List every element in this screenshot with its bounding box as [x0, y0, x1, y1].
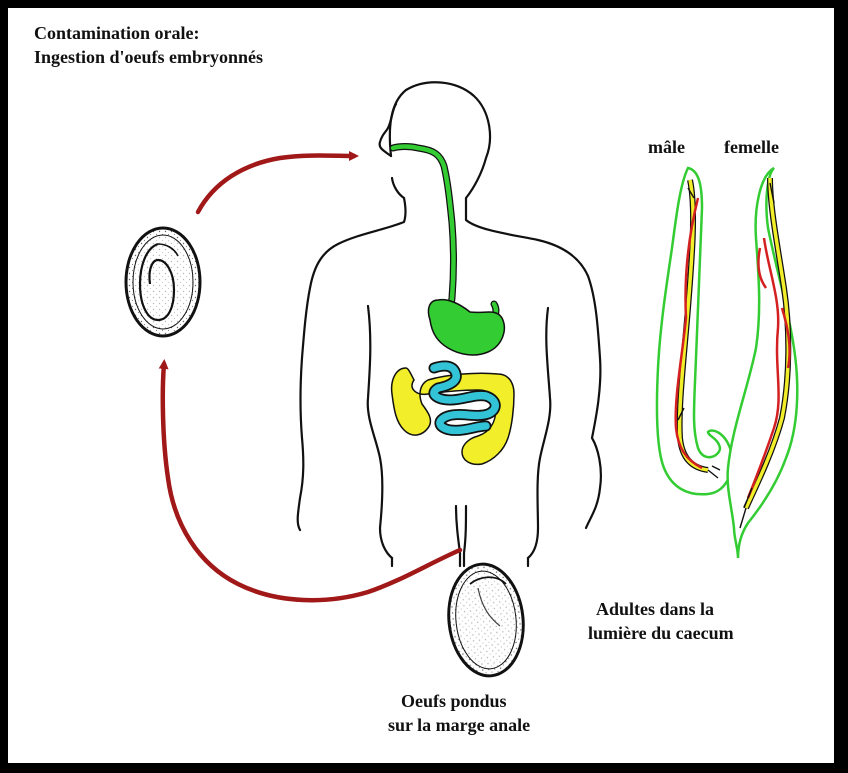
adults-caption-line1: Adultes dans la [596, 598, 714, 620]
cycle-arrows [163, 156, 460, 601]
contamination-title-line1: Contamination orale: [34, 22, 200, 44]
arrow-to-mouth [198, 156, 354, 213]
contamination-title-line2: Ingestion d'oeufs embryonnés [34, 46, 263, 68]
female-worm-icon [728, 168, 798, 558]
laid-egg-icon [443, 560, 528, 679]
embryonated-egg-icon [126, 228, 200, 336]
life-cycle-diagram [8, 8, 834, 763]
diagram-frame: Contamination orale: Ingestion d'oeufs e… [8, 8, 834, 763]
eggs-caption-line2: sur la marge anale [388, 714, 530, 736]
male-worm-icon [657, 168, 732, 494]
label-male: mâle [648, 136, 685, 158]
esophagus-stomach [393, 147, 504, 355]
adults-caption-line2: lumière du caecum [588, 622, 734, 644]
label-female: femelle [724, 136, 779, 158]
eggs-caption-line1: Oeufs pondus [401, 690, 507, 712]
